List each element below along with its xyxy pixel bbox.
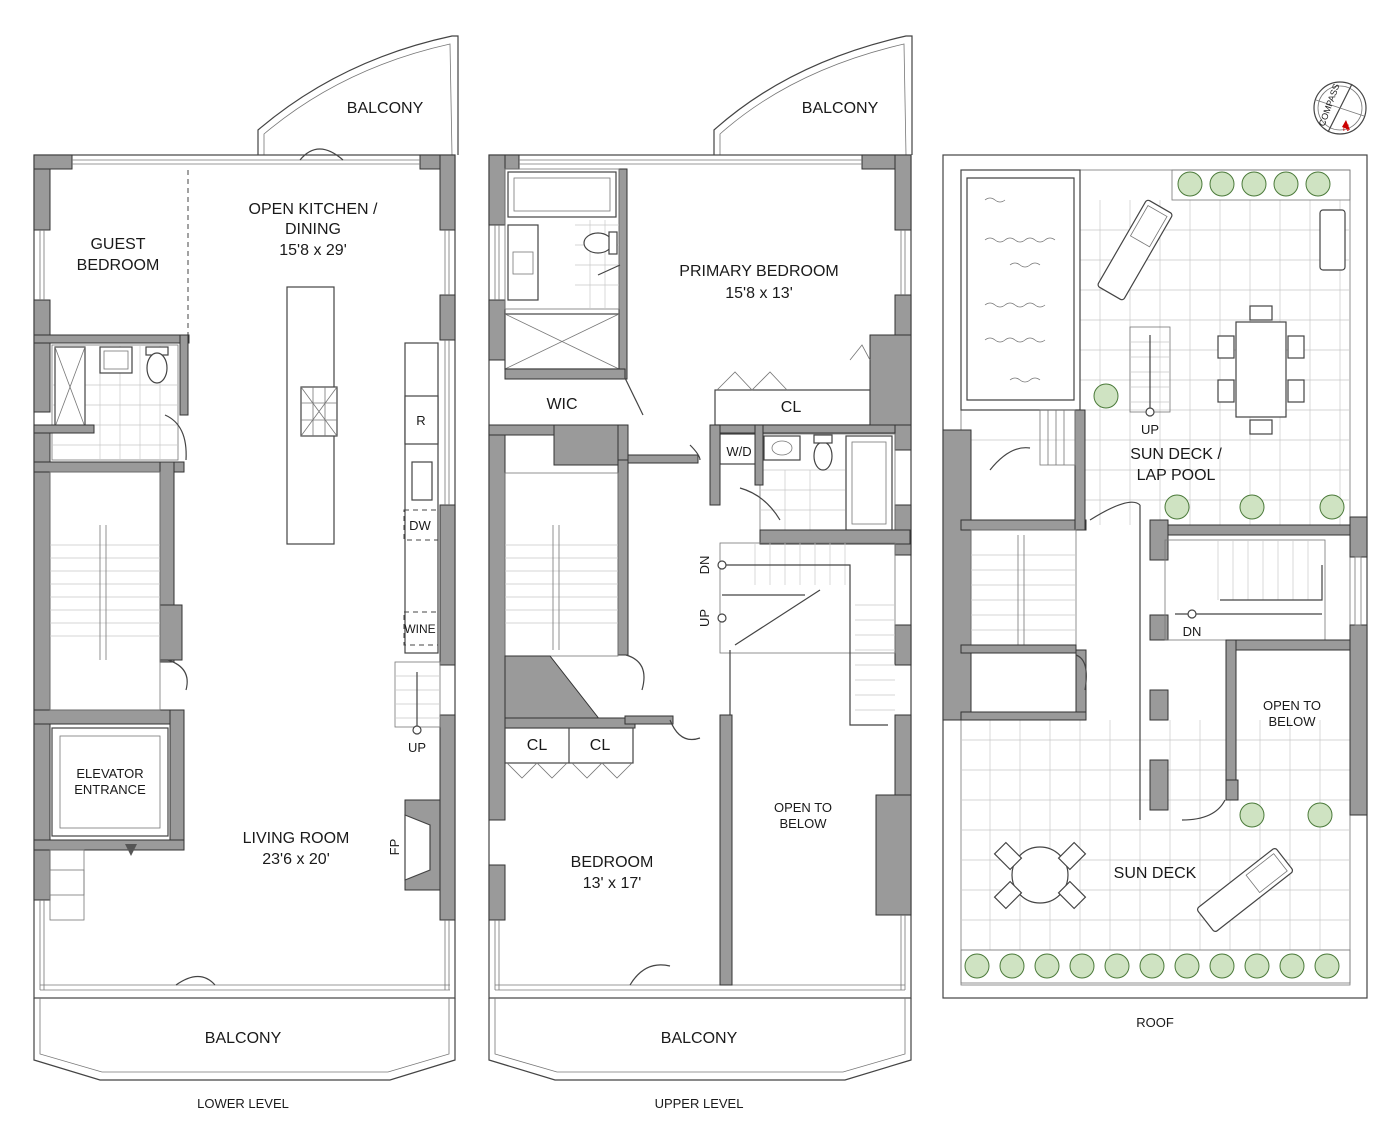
upper-top-balcony-label: BALCONY bbox=[802, 100, 879, 117]
bedroom-closets bbox=[504, 727, 634, 779]
sun-deck-lap-pool-line1: SUN DECK / bbox=[1130, 446, 1222, 463]
upper-primary-bath bbox=[504, 168, 628, 380]
bedroom-size: 13' x 17' bbox=[583, 875, 642, 892]
elevator-line1: ELEVATOR bbox=[76, 766, 143, 781]
roof-round-table bbox=[993, 841, 1087, 910]
elevator-arrow-icon bbox=[125, 844, 137, 856]
bedroom-closet-right-label: CL bbox=[590, 737, 611, 754]
roof-dining-table bbox=[1217, 305, 1305, 435]
upper-closet-label: CL bbox=[781, 399, 802, 416]
sun-deck-lap-pool-line2: LAP POOL bbox=[1137, 467, 1216, 484]
wine-label: WINE bbox=[404, 622, 435, 636]
top-planter bbox=[1171, 169, 1351, 201]
primary-bedroom-name: PRIMARY BEDROOM bbox=[679, 263, 838, 280]
bottom-planter bbox=[960, 949, 1351, 984]
upper-stairs bbox=[504, 444, 701, 741]
roof-stair-core bbox=[1149, 519, 1351, 821]
upper-open-to-below-line1: OPEN TO bbox=[774, 800, 832, 815]
compass-north-label: N bbox=[1343, 123, 1350, 133]
roof-up-stair bbox=[1129, 326, 1171, 417]
kitchen-name-line2: DINING bbox=[285, 221, 341, 238]
upper-top-balcony-outline bbox=[713, 35, 913, 155]
guest-bedroom-line1: GUEST bbox=[90, 236, 145, 253]
roof-open-to-below-line1: OPEN TO bbox=[1263, 698, 1321, 713]
living-room-size: 23'6 x 20' bbox=[262, 851, 330, 868]
fridge-label: R bbox=[416, 413, 425, 428]
kitchen-size: 15'8 x 29' bbox=[279, 242, 347, 259]
upper-dn-label: DN bbox=[697, 556, 712, 575]
lower-top-balcony-label: BALCONY bbox=[347, 100, 424, 117]
roof-plan bbox=[942, 81, 1368, 999]
wic-label: WIC bbox=[546, 396, 577, 413]
lap-pool bbox=[960, 169, 1081, 411]
primary-bedroom-size: 15'8 x 13' bbox=[725, 285, 793, 302]
lower-up-label: UP bbox=[408, 740, 426, 755]
living-room-name: LIVING ROOM bbox=[243, 830, 350, 847]
lower-level-plan bbox=[33, 35, 459, 1081]
kitchen-counter bbox=[403, 342, 439, 654]
upper-main-stair bbox=[717, 542, 896, 986]
roof-open-to-below-line2: BELOW bbox=[1269, 714, 1317, 729]
lower-bottom-balcony-label: BALCONY bbox=[205, 1030, 282, 1047]
upper-secondary-bath bbox=[709, 424, 911, 545]
lower-bathroom bbox=[33, 344, 187, 461]
lower-top-balcony-outline bbox=[257, 35, 459, 155]
lower-level-title: LOWER LEVEL bbox=[197, 1096, 289, 1111]
dishwasher-label: DW bbox=[409, 518, 431, 533]
fireplace-label: FP bbox=[387, 839, 402, 856]
lower-up-stair bbox=[394, 661, 441, 735]
lower-stairs bbox=[49, 471, 161, 711]
lower-bottom-balcony-outline bbox=[33, 998, 456, 1081]
roof-dn-label: DN bbox=[1183, 624, 1202, 639]
upper-up-label: UP bbox=[697, 609, 712, 627]
bedroom-name: BEDROOM bbox=[571, 854, 654, 871]
roof-lounge-chair-2 bbox=[1196, 848, 1294, 932]
sun-deck-label: SUN DECK bbox=[1114, 865, 1197, 882]
upper-level-title: UPPER LEVEL bbox=[655, 1096, 744, 1111]
kitchen-island bbox=[286, 286, 338, 545]
fireplace-icon bbox=[404, 814, 431, 881]
upper-bottom-balcony-outline bbox=[488, 998, 912, 1081]
roof-up-label: UP bbox=[1141, 422, 1159, 437]
upper-open-to-below-line2: BELOW bbox=[780, 816, 828, 831]
bedroom-closet-left-label: CL bbox=[527, 737, 548, 754]
kitchen-name-line1: OPEN KITCHEN / bbox=[249, 201, 378, 218]
guest-bedroom-line2: BEDROOM bbox=[77, 257, 160, 274]
elevator-line2: ENTRANCE bbox=[74, 782, 146, 797]
washer-dryer-label: W/D bbox=[726, 444, 751, 459]
roof-title: ROOF bbox=[1136, 1015, 1174, 1030]
lounge-chair bbox=[1097, 199, 1173, 301]
upper-level-plan bbox=[488, 35, 913, 1081]
elevator bbox=[51, 727, 169, 856]
upper-bottom-balcony-label: BALCONY bbox=[661, 1030, 738, 1047]
compass-icon bbox=[1313, 81, 1367, 135]
